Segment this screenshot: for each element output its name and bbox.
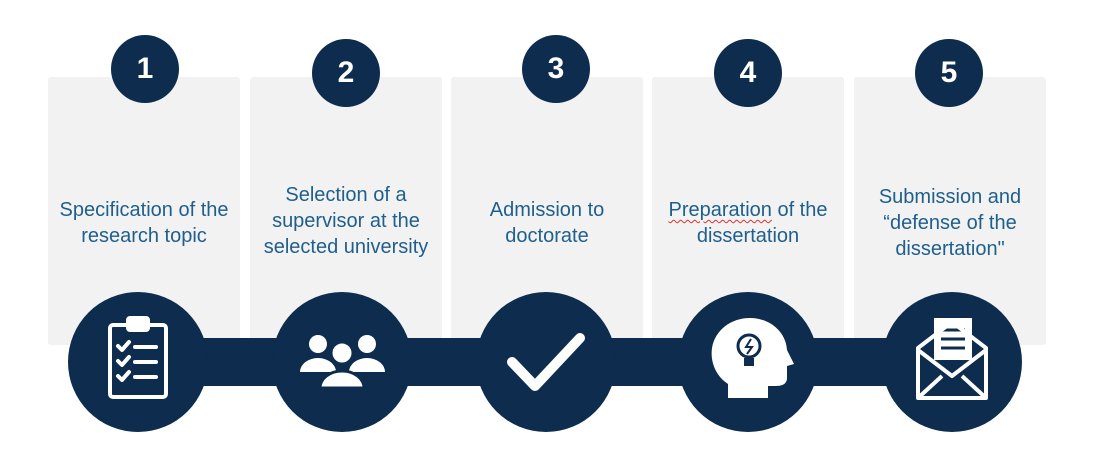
head-lightbulb-icon — [711, 318, 794, 398]
step-number-1: 1 — [111, 35, 179, 103]
step-label-4-rest: of the dissertation — [696, 199, 828, 247]
step-card-4: Preparation of the dissertation — [652, 77, 844, 345]
step-label-4: Preparation of the dissertation — [652, 173, 844, 273]
checkmark-icon — [507, 333, 585, 391]
step-label-3: Admission to doctorate — [489, 199, 605, 247]
step-circle-5 — [882, 292, 1022, 432]
step-number-2: 2 — [312, 39, 380, 107]
step-label-5: Submission and “defense of the dissertat… — [878, 186, 1022, 260]
step-number-4: 4 — [714, 39, 782, 107]
step-circle-3 — [476, 292, 616, 432]
clipboard-checklist-icon — [108, 316, 168, 399]
open-envelope-icon — [916, 318, 988, 400]
step-number-5: 5 — [915, 39, 983, 107]
step-label-4-underlined: Preparation — [668, 199, 772, 221]
step-number-3: 3 — [522, 35, 590, 103]
step-label-1: Specification of the research topic — [59, 199, 229, 247]
step-card-2: Selection of a supervisor at the selecte… — [250, 77, 442, 345]
people-group-icon — [300, 335, 385, 390]
step-label-2: Selection of a supervisor at the selecte… — [263, 184, 429, 258]
